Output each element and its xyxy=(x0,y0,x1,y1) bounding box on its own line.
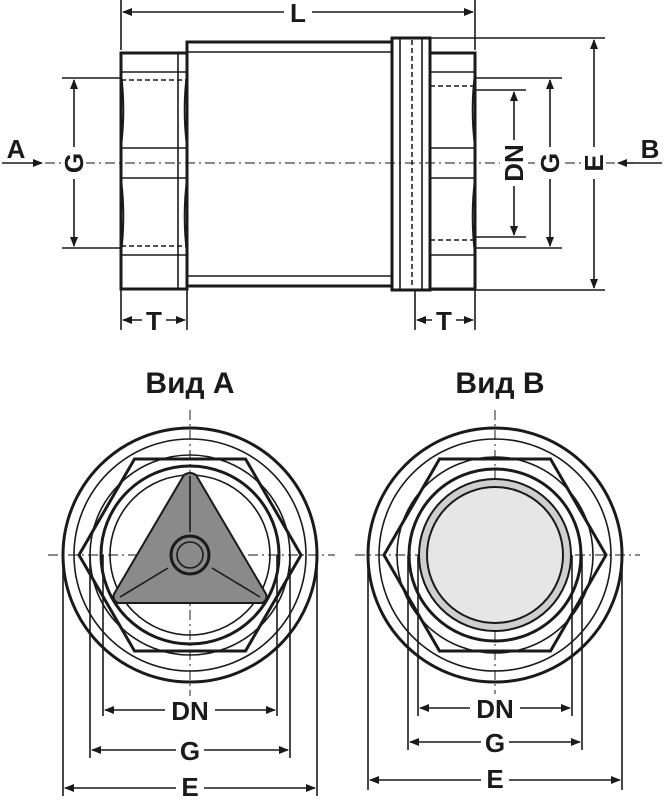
view-a-g-label: G xyxy=(180,736,200,766)
view-a-e-label: E xyxy=(181,772,198,800)
label-t-left: T xyxy=(146,306,162,336)
view-b-dn-label: DN xyxy=(476,694,514,724)
label-direction-b: B xyxy=(641,134,660,164)
view-a-title: Вид А xyxy=(145,367,234,400)
right-hex-nut xyxy=(428,51,477,291)
dimension-e-side: E xyxy=(430,37,609,291)
direction-a-arrow: A xyxy=(2,134,43,167)
view-b-g-label: G xyxy=(485,728,505,758)
dimension-dn-side: DN xyxy=(475,89,529,238)
dimension-g-right: G xyxy=(475,77,565,249)
label-e-side: E xyxy=(579,154,609,171)
view-b-bore xyxy=(426,486,564,624)
valve-body xyxy=(185,40,394,288)
view-b-e-label: E xyxy=(486,764,503,794)
view-a-valve-plate xyxy=(112,472,268,604)
direction-b-arrow: B xyxy=(617,134,662,167)
left-hex-nut xyxy=(119,51,189,291)
view-a-dn-label: DN xyxy=(171,696,209,726)
dimension-l: L xyxy=(120,0,476,50)
label-dn-side: DN xyxy=(499,144,529,182)
label-g-right: G xyxy=(535,153,565,173)
label-t-right: T xyxy=(436,306,452,336)
view-a: Вид А DN G E xyxy=(48,367,335,800)
flange-ring xyxy=(390,36,432,292)
dimension-t-left: T xyxy=(120,286,188,336)
side-view: L G A DN G xyxy=(2,0,662,336)
label-direction-a: A xyxy=(7,134,26,164)
label-g-left: G xyxy=(59,153,89,173)
view-a-hub xyxy=(169,534,211,576)
dimension-t-right: T xyxy=(414,289,476,336)
view-b-title: Вид В xyxy=(455,367,544,400)
view-b: Вид В DN G E xyxy=(355,367,640,794)
label-l: L xyxy=(290,0,306,28)
dimension-g-left: G xyxy=(59,77,121,249)
